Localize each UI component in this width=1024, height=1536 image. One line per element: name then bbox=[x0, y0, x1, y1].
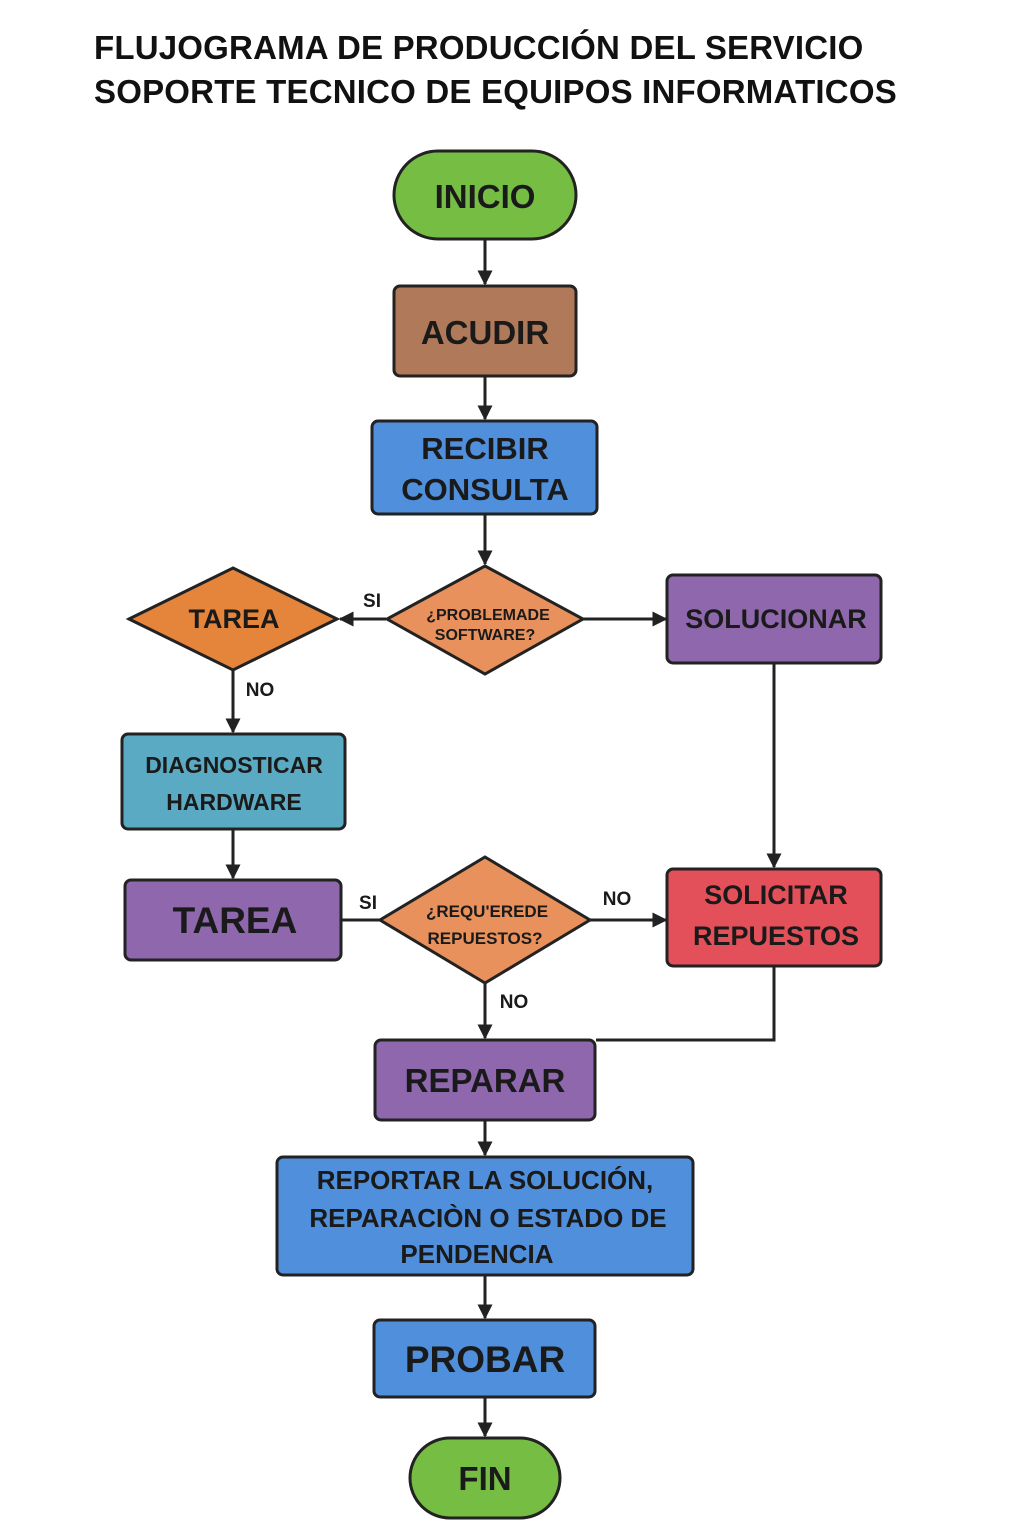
edge-label-no-repuestos-down: NO bbox=[500, 992, 529, 1013]
recibir-box bbox=[370, 419, 599, 516]
tarea-box-label: TAREA bbox=[173, 900, 298, 941]
reportar-label-2: REPARACIÒN O ESTADO DE bbox=[309, 1203, 666, 1233]
problema-software-label-2: SOFTWARE? bbox=[435, 627, 535, 644]
solucionar-box bbox=[665, 573, 883, 665]
probar-label: PROBAR bbox=[405, 1339, 565, 1380]
reportar-box bbox=[275, 1155, 695, 1277]
probar-box bbox=[372, 1318, 597, 1399]
acudir-box bbox=[392, 284, 578, 378]
solicitar-label-2: REPUESTOS bbox=[693, 921, 859, 951]
node-solicitar-repuestos: SOLICITAR REPUESTOS bbox=[665, 867, 883, 968]
line-solicitar-reparar bbox=[596, 967, 776, 1042]
problema-software-label-1: ¿PROBLEMADE bbox=[426, 607, 550, 624]
tarea-diamond-label: TAREA bbox=[189, 604, 280, 634]
reparar-label: REPARAR bbox=[405, 1062, 566, 1099]
edge-labels: SI NO SI NO NO bbox=[246, 591, 632, 1013]
inicio-label: INICIO bbox=[435, 178, 536, 215]
reportar-label-3: PENDENCIA bbox=[400, 1239, 553, 1269]
tarea-diamond-shape bbox=[125, 566, 341, 672]
node-requiere-repuestos: ¿REQU'EREDE REPUESTOS? bbox=[377, 855, 593, 985]
connectors bbox=[225, 240, 782, 1438]
edge-label-si-software: SI bbox=[363, 591, 381, 612]
solicitar-label-1: SOLICITAR bbox=[704, 880, 848, 910]
title-line-1: FLUJOGRAMA DE PRODUCCIÓN DEL SERVICIO bbox=[94, 29, 864, 66]
node-tarea-box: TAREA bbox=[123, 878, 343, 962]
solucionar-label: SOLUCIONAR bbox=[685, 604, 867, 634]
node-fin: FIN bbox=[408, 1436, 562, 1520]
node-diagnosticar-hardware: DIAGNOSTICAR HARDWARE bbox=[120, 732, 347, 831]
node-reparar: REPARAR bbox=[373, 1038, 597, 1122]
reparar-box bbox=[373, 1038, 597, 1122]
recibir-label-2: CONSULTA bbox=[401, 472, 569, 507]
node-tarea-diamond: TAREA bbox=[125, 566, 341, 672]
requiere-repuestos-diamond bbox=[377, 855, 593, 985]
reportar-label-1: REPORTAR LA SOLUCIÓN, bbox=[317, 1165, 654, 1195]
diagnosticar-label-1: DIAGNOSTICAR bbox=[145, 752, 323, 778]
node-solucionar: SOLUCIONAR bbox=[665, 573, 883, 665]
diagnosticar-label-2: HARDWARE bbox=[166, 789, 301, 815]
fin-terminal bbox=[408, 1436, 562, 1520]
diagnosticar-box bbox=[120, 732, 347, 831]
node-inicio: INICIO bbox=[392, 149, 578, 241]
edge-label-no-tarea: NO bbox=[246, 680, 275, 701]
solicitar-box bbox=[665, 867, 883, 968]
node-acudir: ACUDIR bbox=[392, 284, 578, 378]
acudir-label: ACUDIR bbox=[421, 314, 549, 351]
recibir-label-1: RECIBIR bbox=[421, 431, 548, 466]
requiere-repuestos-label-1: ¿REQU'EREDE bbox=[426, 902, 548, 921]
node-recibir-consulta: RECIBIR CONSULTA bbox=[370, 419, 599, 516]
fin-label: FIN bbox=[458, 1460, 511, 1497]
inicio-terminal bbox=[392, 149, 578, 241]
edge-label-si-repuestos: SI bbox=[359, 893, 377, 914]
requiere-repuestos-label-2: REPUESTOS? bbox=[428, 929, 543, 948]
tarea-box-shape bbox=[123, 878, 343, 962]
node-probar: PROBAR bbox=[372, 1318, 597, 1399]
diagram-title: FLUJOGRAMA DE PRODUCCIÓN DEL SERVICIO SO… bbox=[94, 26, 897, 114]
edge-label-no-repuestos-right: NO bbox=[603, 889, 632, 910]
node-reportar: REPORTAR LA SOLUCIÓN, REPARACIÒN O ESTAD… bbox=[275, 1155, 695, 1277]
title-line-2: SOPORTE TECNICO DE EQUIPOS INFORMATICOS bbox=[94, 73, 897, 110]
problema-software-diamond bbox=[383, 564, 587, 676]
node-problema-software: ¿PROBLEMADE SOFTWARE? bbox=[383, 564, 587, 676]
